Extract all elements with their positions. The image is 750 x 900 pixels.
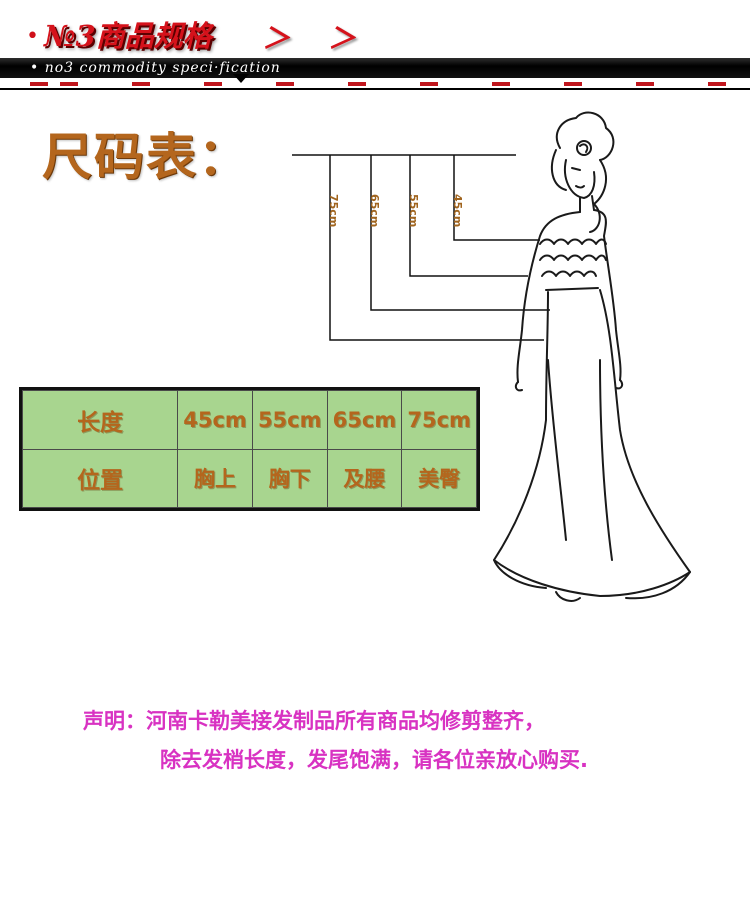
diagram-label-45: 45cm [451,194,464,228]
woman-silhouette-icon [493,111,691,602]
table-cell-length: 45cm [177,390,253,450]
table-cell-length: 75cm [401,390,477,450]
header-divider-line [0,88,750,90]
table-cell-position: 胸下 [251,448,328,508]
header-notch-icon [233,74,249,83]
section-subtitle-text: no3 commodity speci·fication [44,60,281,76]
row-header-position: 位置 [21,448,179,508]
bullet-dot-icon: • [26,24,39,49]
measure-line-55 [409,155,528,277]
section-header: • №3商品规格 ＞ ＞ • no3 commodity speci·ficat… [0,0,750,100]
table-cell-position: 美臀 [401,448,477,508]
table-row: 长度 45cm 55cm 65cm 75cm [21,390,477,450]
size-chart-title: 尺码表： [42,128,250,186]
size-table: 长度 45cm 55cm 65cm 75cm 位置 胸上 胸下 及腰 美臀 [19,387,480,511]
table-cell-position: 胸上 [177,448,253,508]
measure-line-65 [370,155,550,311]
section-title: №3商品规格 [44,19,212,53]
header-dashed-divider [0,82,750,86]
measure-line-45 [453,155,540,241]
diagram-label-55: 55cm [407,194,420,228]
row-header-length: 长度 [21,390,179,450]
table-row: 位置 胸上 胸下 及腰 美臀 [21,448,477,508]
double-arrow-icon: ＞ ＞ [262,22,370,55]
header-black-bar [0,58,750,78]
table-cell-position: 及腰 [326,448,403,508]
table-cell-length: 55cm [251,390,328,450]
section-subtitle: • no3 commodity speci·fication [30,60,281,76]
table-cell-length: 65cm [326,390,403,450]
measure-line-75 [329,155,544,341]
statement-line-2: 除去发梢长度，发尾饱满，请各位亲放心购买. [160,748,588,772]
diagram-label-75: 75cm [327,194,340,228]
statement-line-1: 声明：河南卡勒美接发制品所有商品均修剪整齐， [83,709,545,733]
diagram-label-65: 65cm [368,194,381,228]
